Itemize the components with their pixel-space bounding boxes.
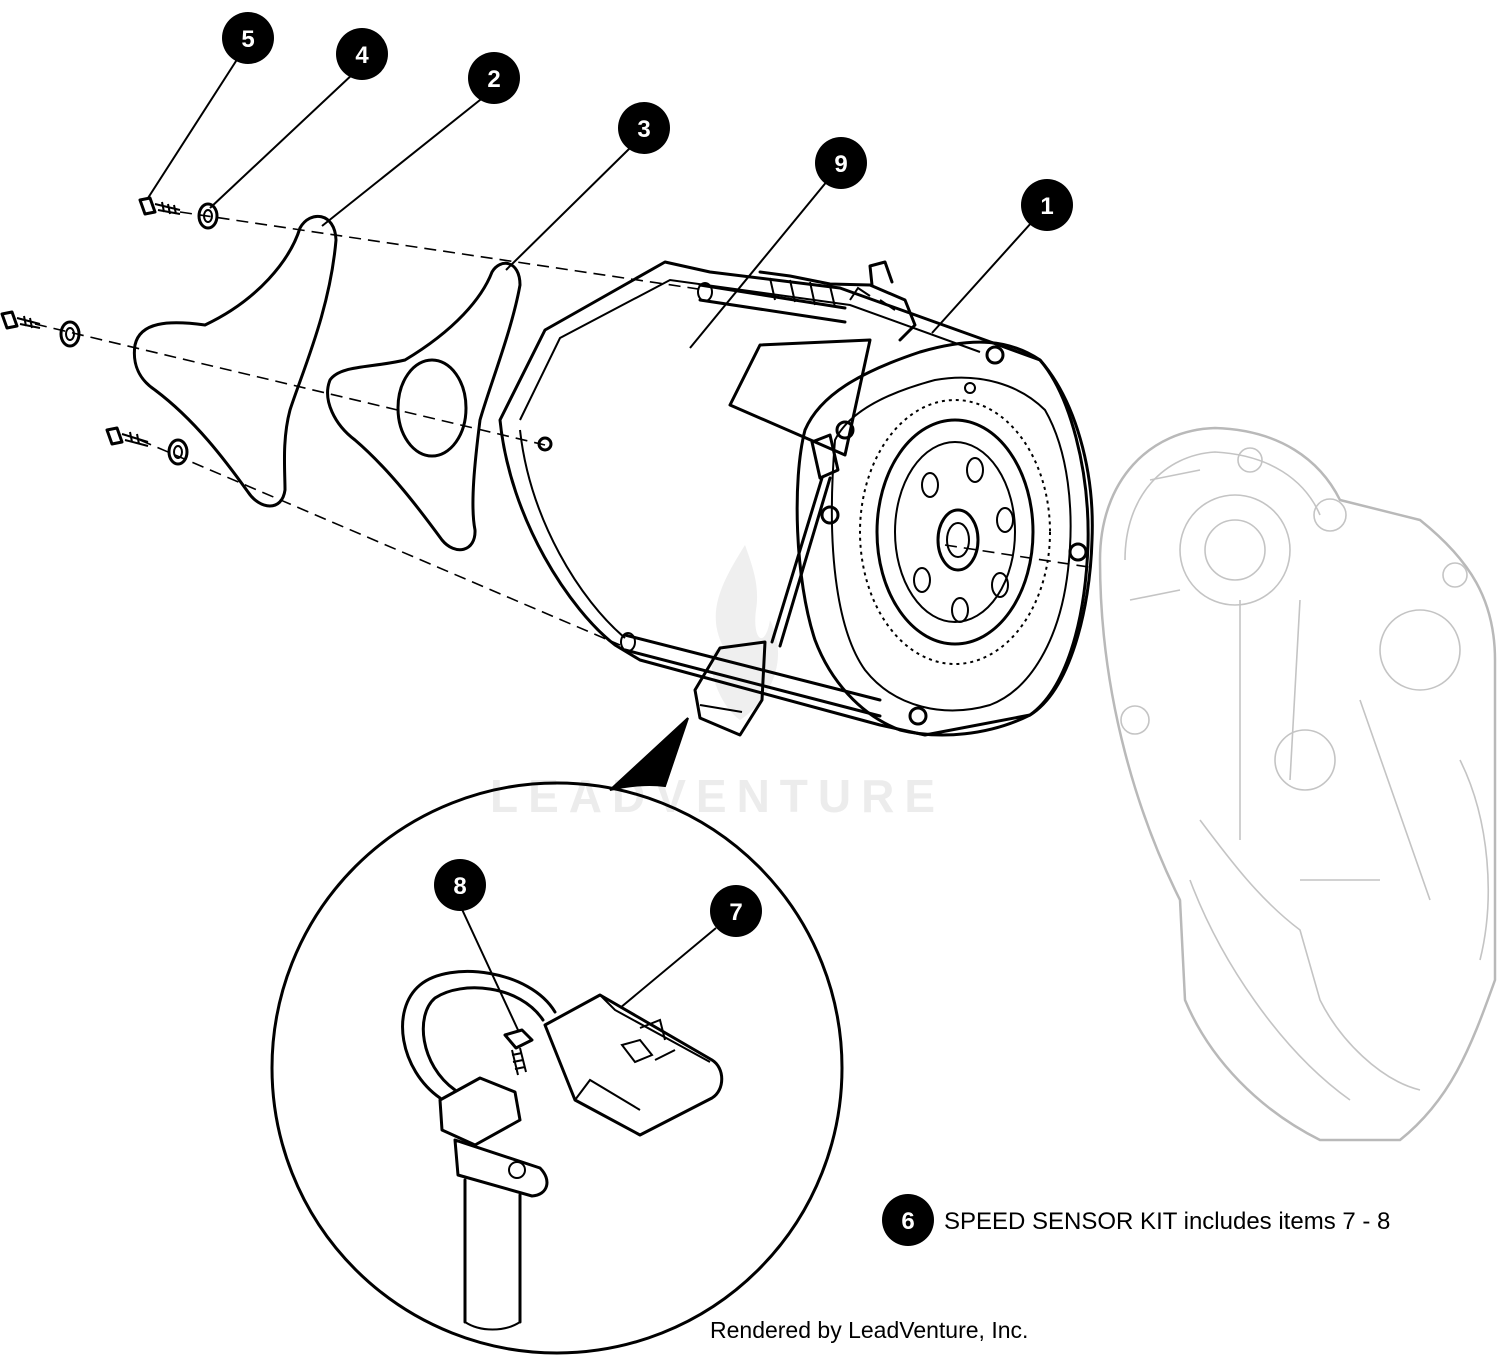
kit-note-text: SPEED SENSOR KIT includes items 7 - 8 [944, 1208, 1390, 1235]
washer-lower [167, 438, 189, 466]
bolt-upper [138, 196, 181, 216]
kit-note-number: 6 [901, 1208, 914, 1235]
gasket [132, 214, 338, 508]
callout-number: 1 [1040, 193, 1053, 220]
detail-view [270, 781, 844, 1355]
bolt-middle [0, 310, 41, 330]
leader-lines [147, 57, 1033, 1031]
callout-number: 2 [487, 66, 500, 93]
render-credit: Rendered by LeadVenture, Inc. [710, 1317, 1028, 1343]
callout-4: 4 [336, 28, 388, 80]
washer-middle [59, 320, 81, 348]
bolt-lower [105, 426, 149, 447]
callout-5: 5 [222, 12, 274, 64]
callout-number: 4 [355, 42, 369, 69]
motor [498, 260, 1094, 737]
callout-number: 7 [729, 899, 742, 926]
callout-number: 9 [834, 151, 847, 178]
explode-lines [34, 211, 1096, 646]
callout-1: 1 [1021, 179, 1073, 231]
adapter-plate [326, 261, 522, 552]
callout-number: 8 [453, 873, 466, 900]
callout-number: 3 [637, 116, 650, 143]
callout-9: 9 [815, 137, 867, 189]
kit-note: 6 SPEED SENSOR KIT includes items 7 - 8 [882, 1194, 1390, 1246]
detail-pointer [609, 717, 689, 791]
watermark-text: LEADVENTURE [490, 770, 945, 822]
callout-3: 3 [618, 102, 670, 154]
callout-8: 8 [434, 859, 486, 911]
washer-upper [197, 202, 219, 230]
transaxle-housing [1098, 426, 1497, 1142]
callout-number: 5 [241, 26, 254, 53]
callout-2: 2 [468, 52, 520, 104]
callout-7: 7 [710, 885, 762, 937]
